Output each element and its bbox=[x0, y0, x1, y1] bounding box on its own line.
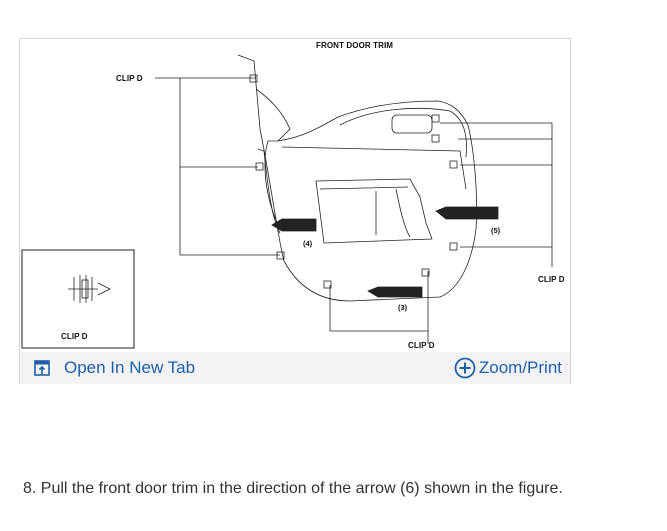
figure-title: FRONT DOOR TRIM bbox=[316, 41, 394, 50]
clip-label-top-left: CLIP D bbox=[116, 74, 143, 83]
callout-4: (4) bbox=[303, 239, 313, 248]
clip-label-right: CLIP D bbox=[538, 275, 565, 284]
open-in-new-tab-label: Open In New Tab bbox=[64, 358, 196, 377]
zoom-print-link[interactable]: Zoom/Print bbox=[454, 356, 562, 380]
callout-5: (5) bbox=[491, 226, 501, 235]
instruction-step: 8. Pull the front door trim in the direc… bbox=[23, 480, 563, 497]
open-in-new-tab-link[interactable]: Open In New Tab bbox=[34, 358, 195, 378]
plus-circle-icon bbox=[454, 357, 476, 379]
zoom-print-label: Zoom/Print bbox=[478, 358, 562, 377]
door-trim-diagram bbox=[21, 54, 553, 349]
clip-label-bottom: CLIP D bbox=[408, 341, 435, 350]
clip-label-inset: CLIP D bbox=[61, 332, 88, 341]
open-in-new-tab-icon bbox=[34, 360, 50, 376]
figure-toolbar: Open In New Tab Zoom/Print bbox=[20, 352, 570, 384]
figure-card: FRONT DOOR TRIM CLIP D CLIP D CLIP D CLI… bbox=[19, 38, 571, 384]
callout-3: (3) bbox=[398, 303, 408, 312]
